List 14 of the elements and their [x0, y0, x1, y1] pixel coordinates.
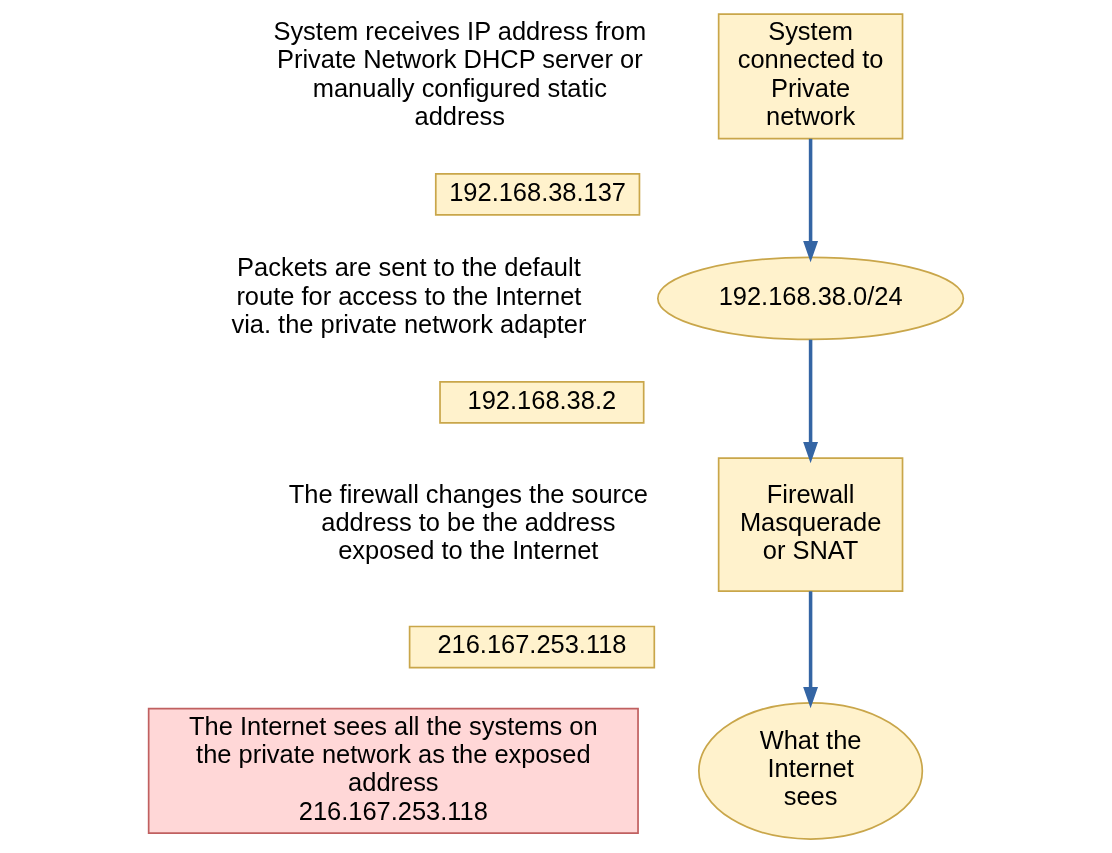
label: The firewall changes the source address to be the address exposed to the Internet [288, 479, 648, 565]
label: Packets are sent to the default route for access to the Internet via. the private network adapter [231, 253, 587, 338]
arrow [803, 339, 819, 464]
arrow [803, 138, 819, 263]
arrow [803, 591, 819, 709]
node-ellipse: What the Internet sees [698, 701, 924, 840]
node-box: 192.168.38.137 [434, 173, 641, 216]
node-box: Firewall Masquerade or SNAT [717, 457, 904, 592]
label: System receives IP address from Private Network DHCP server or manually configured static address [273, 17, 647, 130]
node-box: The Internet sees all the systems on the private network as the exposed address 216.167.253.118 [147, 707, 639, 834]
node-box: 192.168.38.2 [439, 380, 645, 424]
node-box: 216.167.253.118 [408, 625, 656, 669]
node-ellipse: 192.168.38.0/24 [657, 256, 965, 341]
node-box: System connected to Private network [717, 13, 904, 140]
